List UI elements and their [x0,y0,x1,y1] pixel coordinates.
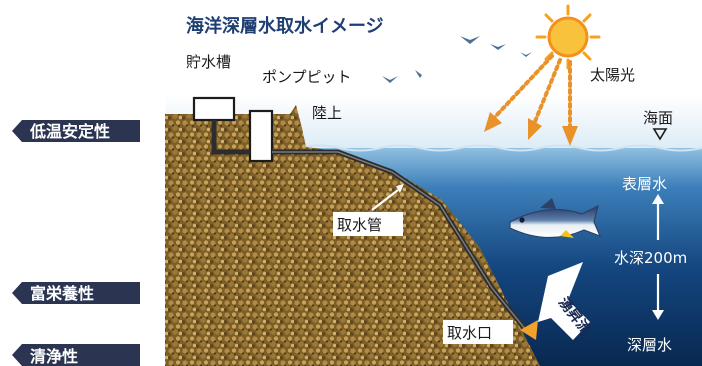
upwelling-arrow [538,262,590,340]
sunlight-label: 太陽光 [590,66,635,84]
land-label: 陸上 [312,104,342,122]
sunlight-rays [492,54,572,130]
storage-tank-label: 貯水槽 [186,53,231,71]
intake-pipe-pointer [371,189,399,211]
intake-pipe-highlight [272,151,527,331]
badge-nutrient-label: 富栄養性 [30,284,94,303]
pointer-arrowhead [396,184,404,193]
badge-low-temp [12,120,140,142]
sea-surface-marker-icon [652,128,668,141]
badge-clean-label: 清浄性 [30,347,78,366]
intake-mouth-label-box [443,320,513,344]
intake-pipe-label: 取水管 [337,216,382,234]
intake-pipe-label-box [333,212,403,236]
depth-label: 水深200m [614,249,687,267]
tuna-fish-icon [509,198,602,239]
surface-water-label: 表層水 [622,175,667,193]
sea-surface-line [299,144,702,152]
intake-mouth-icon [520,320,538,340]
seagull-icons [382,36,532,83]
sunlight-arrowheads [484,112,578,146]
connector-pipe [211,120,250,155]
depth-arrow [652,194,664,320]
diagram-title: 海洋深層水取水イメージ [186,15,384,37]
sea-surface-label: 海面 [643,109,673,127]
intake-mouth-label: 取水口 [447,324,492,342]
badge-clean [12,344,140,366]
badge-low-temp-label: 低温安定性 [29,122,110,141]
deep-water-label: 深層水 [627,336,672,354]
storage-tank [192,96,236,122]
sun-icon [535,4,601,70]
pump-pit-label: ポンプピット [262,68,352,86]
pump-pit [248,109,274,163]
badge-nutrient [12,282,140,304]
